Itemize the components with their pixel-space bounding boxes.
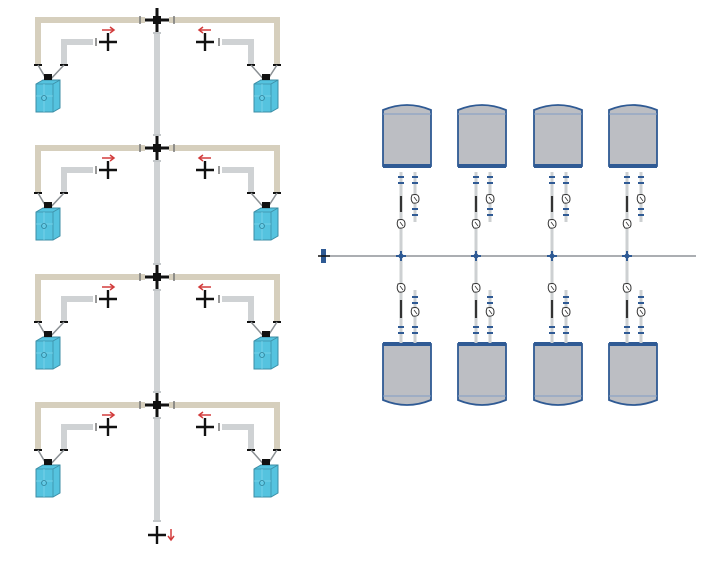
valve-icon: [485, 194, 495, 204]
valve-icon: [396, 283, 406, 293]
supply-pipe-left: [35, 17, 145, 65]
cross-fitting-icon: [146, 524, 168, 546]
tank-icon: [608, 341, 658, 406]
cross-fitting-icon: [97, 416, 119, 438]
supply-pipe-right: [169, 145, 280, 193]
tote-icon: [35, 73, 61, 113]
valve-icon: [410, 194, 420, 204]
return-pipe-left: [61, 39, 93, 65]
return-pipe-left: [61, 424, 93, 450]
valve-icon: [622, 283, 632, 293]
return-pipe-right: [222, 424, 254, 450]
return-pipe-left: [61, 167, 93, 193]
branch-row: [34, 6, 281, 113]
tote-icon: [35, 201, 61, 241]
branch-row: [34, 391, 281, 498]
branch-row: [34, 263, 281, 370]
supply-pipe-left: [35, 145, 145, 193]
branch-row: [34, 134, 281, 241]
cross-fitting-icon: [97, 159, 119, 181]
cross-fitting-icon: [97, 288, 119, 310]
cross-fitting-icon: [194, 159, 216, 181]
supply-pipe-left: [35, 402, 145, 450]
valve-icon: [410, 307, 420, 317]
fitting-icon: [621, 250, 633, 262]
fitting-icon: [546, 250, 558, 262]
tank-icon: [382, 104, 432, 169]
cross-fitting-icon: [194, 31, 216, 53]
flow-arrow-icon: [197, 283, 211, 291]
tank-column: [608, 104, 658, 406]
supply-pipe-right: [169, 17, 280, 65]
cross-fitting-icon: [97, 31, 119, 53]
tank-column: [382, 104, 432, 406]
tote-icon: [35, 458, 61, 498]
tank-column: [533, 104, 583, 406]
valve-icon: [485, 307, 495, 317]
tote-icon: [253, 201, 279, 241]
tank-icon: [382, 341, 432, 406]
valve-icon: [636, 307, 646, 317]
flow-arrow-icon: [102, 283, 116, 291]
valve-icon: [636, 194, 646, 204]
fitting-icon: [470, 250, 482, 262]
tote-icon: [35, 330, 61, 370]
supply-pipe-right: [169, 402, 280, 450]
valve-icon: [396, 219, 406, 229]
return-pipe-left: [61, 296, 93, 322]
cross-fitting-icon: [143, 134, 171, 162]
cross-fitting-icon: [194, 416, 216, 438]
return-pipe-right: [222, 39, 254, 65]
tank-icon: [457, 104, 507, 169]
flow-arrow-icon: [197, 411, 211, 419]
tank-icon: [533, 104, 583, 169]
flow-arrow-icon: [102, 411, 116, 419]
tank-icon: [533, 341, 583, 406]
return-pipe-right: [222, 167, 254, 193]
tote-manifold-panel: [34, 6, 281, 546]
tank-column: [457, 104, 507, 406]
return-pipe-right: [222, 296, 254, 322]
tank-icon: [457, 341, 507, 406]
valve-icon: [547, 283, 557, 293]
valve-icon: [561, 194, 571, 204]
valve-icon: [547, 219, 557, 229]
tank-icon: [608, 104, 658, 169]
flow-arrow-icon: [102, 154, 116, 162]
valve-icon: [622, 219, 632, 229]
cross-fitting-icon: [194, 288, 216, 310]
tote-icon: [253, 458, 279, 498]
cross-fitting-icon: [143, 6, 171, 34]
fitting-icon: [395, 250, 407, 262]
flow-arrow-icon: [167, 529, 175, 542]
flow-arrow-icon: [102, 26, 116, 34]
valve-icon: [561, 307, 571, 317]
tank-farm-panel: [318, 104, 696, 406]
cross-fitting-icon: [143, 263, 171, 291]
supply-pipe-left: [35, 274, 145, 322]
valve-icon: [471, 219, 481, 229]
tote-icon: [253, 330, 279, 370]
cross-fitting-icon: [143, 391, 171, 419]
valve-icon: [471, 283, 481, 293]
flow-arrow-icon: [197, 26, 211, 34]
supply-pipe-right: [169, 274, 280, 322]
tote-icon: [253, 73, 279, 113]
flow-arrow-icon: [197, 154, 211, 162]
